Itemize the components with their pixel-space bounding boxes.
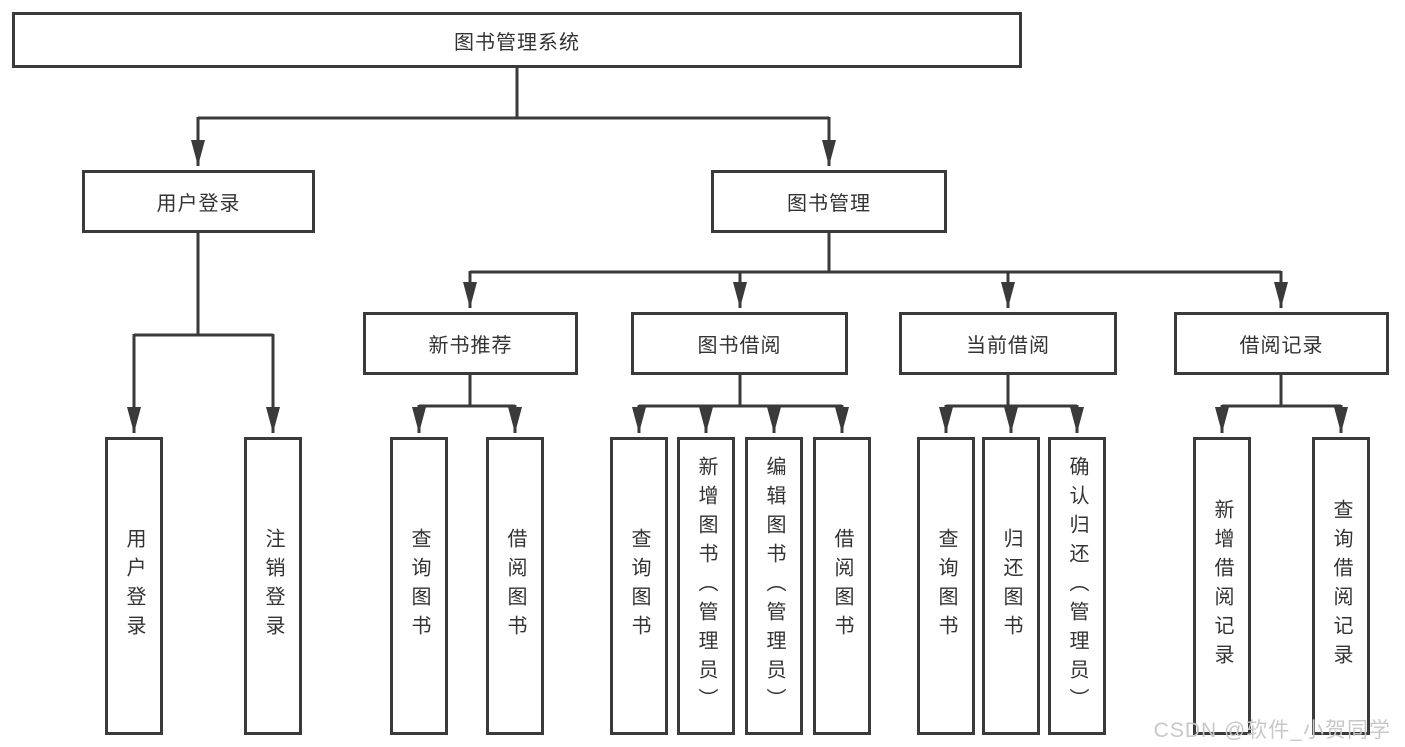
node-book-management-label: 图书管理 bbox=[787, 193, 871, 215]
leaf-query-books-borrow-label: 查询图书 bbox=[628, 528, 650, 644]
connector-new-book-recommend-to-leaves bbox=[412, 375, 522, 433]
leaf-edit-books-admin: 编辑图书（管理员） bbox=[745, 437, 803, 735]
connector-user-login-to-leaves bbox=[127, 233, 280, 433]
node-current-borrow-label: 当前借阅 bbox=[966, 335, 1050, 357]
node-borrow-records: 借阅记录 bbox=[1174, 312, 1389, 375]
leaf-borrow-books-recommend-label: 借阅图书 bbox=[504, 528, 526, 644]
node-root-label: 图书管理系统 bbox=[454, 31, 580, 54]
connector-borrow-records-to-leaves bbox=[1215, 375, 1348, 433]
leaf-add-books-admin-label: 新增图书（管理员） bbox=[695, 455, 717, 717]
leaf-query-books-current-label: 查询图书 bbox=[935, 528, 957, 644]
leaf-query-books-current: 查询图书 bbox=[917, 437, 975, 735]
node-book-borrow: 图书借阅 bbox=[631, 312, 848, 375]
leaf-logout: 注销登录 bbox=[244, 437, 302, 735]
leaf-user-login-label: 用户登录 bbox=[123, 528, 145, 644]
leaf-borrow-books-recommend: 借阅图书 bbox=[486, 437, 544, 735]
leaf-return-books: 归还图书 bbox=[982, 437, 1040, 735]
leaf-query-books-recommend: 查询图书 bbox=[390, 437, 448, 735]
leaf-query-books-recommend-label: 查询图书 bbox=[408, 528, 430, 644]
node-borrow-records-label: 借阅记录 bbox=[1239, 335, 1324, 357]
node-new-book-recommend-label: 新书推荐 bbox=[428, 335, 513, 357]
node-root-library-management-system: 图书管理系统 bbox=[12, 12, 1022, 68]
leaf-borrow-books-label: 借阅图书 bbox=[831, 528, 853, 644]
leaf-query-books-borrow: 查询图书 bbox=[610, 437, 668, 735]
csdn-watermark: CSDN @软件_小贺同学 bbox=[1153, 719, 1391, 742]
leaf-logout-label: 注销登录 bbox=[262, 528, 284, 644]
leaf-user-login: 用户登录 bbox=[105, 437, 163, 735]
leaf-query-borrow-record-label: 查询借阅记录 bbox=[1330, 499, 1352, 673]
node-new-book-recommend: 新书推荐 bbox=[363, 312, 578, 375]
leaf-query-borrow-record: 查询借阅记录 bbox=[1312, 437, 1370, 735]
leaf-return-books-label: 归还图书 bbox=[1000, 528, 1022, 644]
connector-book-borrow-to-leaves bbox=[632, 375, 849, 433]
leaf-add-books-admin: 新增图书（管理员） bbox=[677, 437, 735, 735]
leaf-add-borrow-record: 新增借阅记录 bbox=[1193, 437, 1251, 735]
leaf-edit-books-admin-label: 编辑图书（管理员） bbox=[763, 455, 785, 717]
connector-current-borrow-to-leaves bbox=[939, 375, 1084, 433]
node-user-login: 用户登录 bbox=[82, 170, 315, 233]
node-book-borrow-label: 图书借阅 bbox=[697, 335, 782, 357]
connector-book-management-to-level3 bbox=[463, 233, 1288, 308]
node-user-login-label: 用户登录 bbox=[156, 193, 241, 215]
leaf-borrow-books: 借阅图书 bbox=[813, 437, 871, 735]
node-book-management: 图书管理 bbox=[711, 170, 947, 233]
leaf-add-borrow-record-label: 新增借阅记录 bbox=[1211, 499, 1233, 673]
leaf-confirm-return-admin: 确认归还（管理员） bbox=[1048, 437, 1106, 735]
leaf-confirm-return-admin-label: 确认归还（管理员） bbox=[1066, 455, 1088, 717]
connector-root-to-level2 bbox=[191, 68, 836, 166]
node-current-borrow: 当前借阅 bbox=[899, 312, 1117, 375]
